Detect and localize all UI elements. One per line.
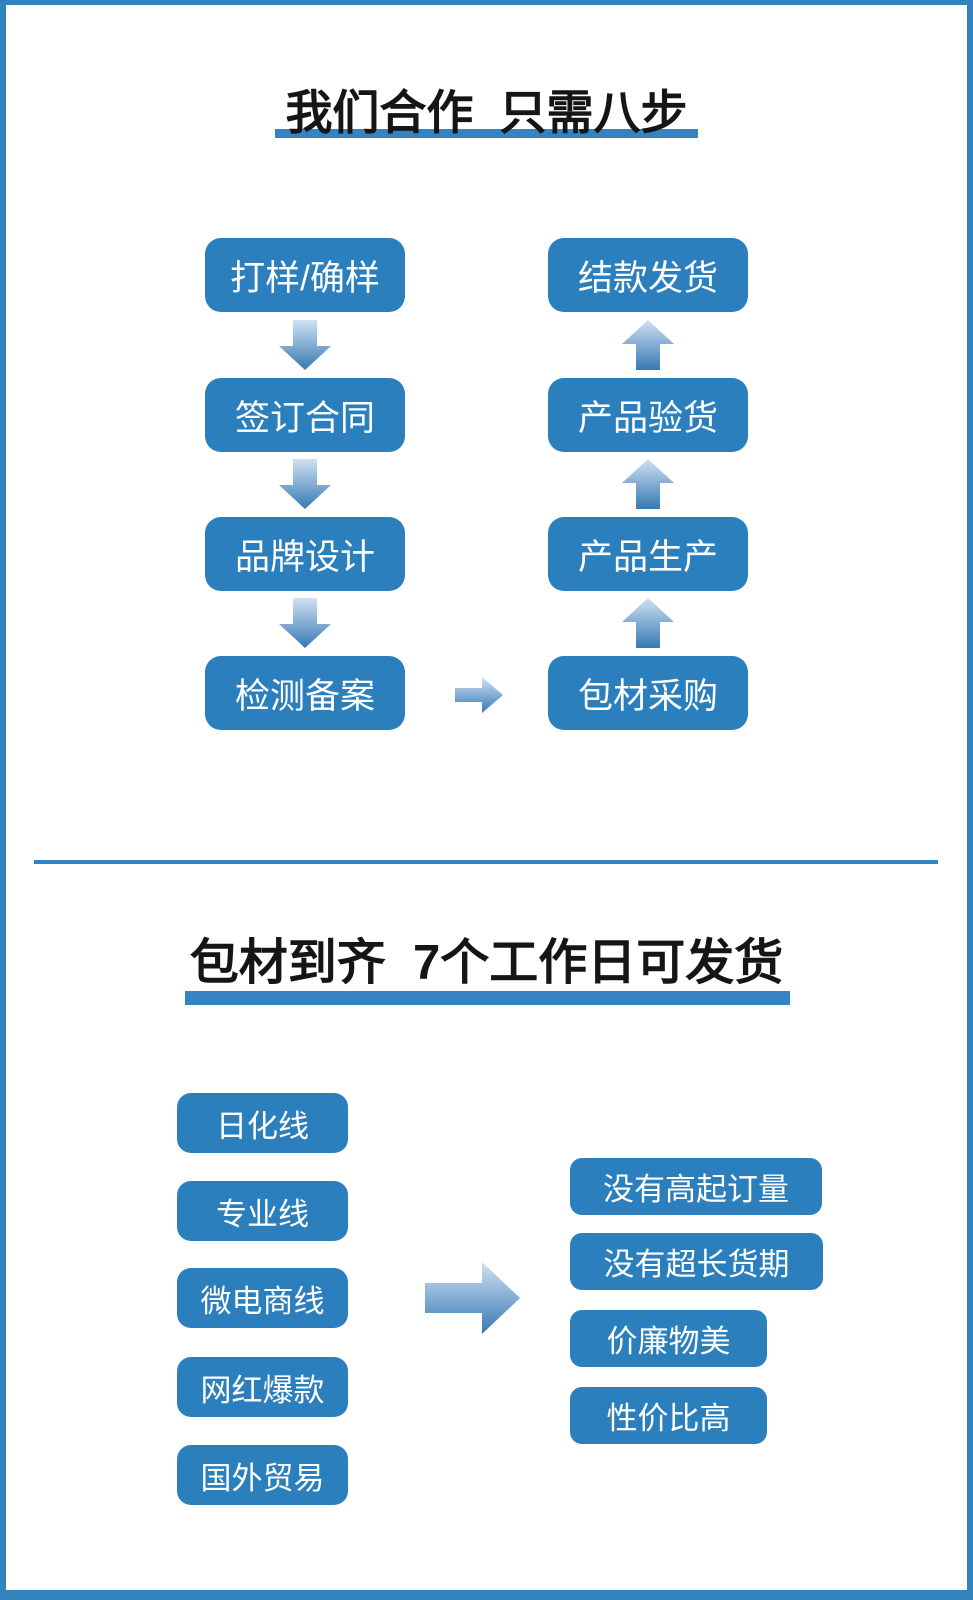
down-arrow-icon — [279, 459, 331, 509]
down-arrow-icon — [279, 320, 331, 370]
benefit-high-cost-performance: 性价比高 — [570, 1387, 767, 1444]
product-line-foreign-trade: 国外贸易 — [177, 1445, 348, 1505]
up-arrow-icon — [622, 320, 674, 370]
down-arrow-icon — [279, 598, 331, 648]
section-divider — [34, 860, 938, 864]
flow-step-sampling: 打样/确样 — [205, 238, 405, 312]
flow-step-production: 产品生产 — [548, 517, 748, 591]
big-right-arrow-icon — [425, 1262, 520, 1334]
section2-title: 包材到齐 7个工作日可发货 — [189, 936, 784, 990]
benefit-good-value: 价廉物美 — [570, 1310, 767, 1367]
flow-step-brand-design: 品牌设计 — [205, 517, 405, 591]
flow-step-product-inspection: 产品验货 — [548, 378, 748, 452]
product-line-influencer-hits: 网红爆款 — [177, 1357, 348, 1417]
right-arrow-icon — [455, 677, 503, 713]
up-arrow-icon — [622, 598, 674, 648]
flow-step-payment-shipping: 结款发货 — [548, 238, 748, 312]
flow-step-packaging-procurement: 包材采购 — [548, 656, 748, 730]
benefit-no-high-moq: 没有高起订量 — [570, 1158, 822, 1215]
page-title: 我们合作 只需八步 — [285, 86, 688, 139]
benefit-no-long-leadtime: 没有超长货期 — [570, 1233, 823, 1290]
title-underline — [185, 991, 790, 1005]
product-line-professional: 专业线 — [177, 1181, 348, 1241]
flow-step-sign-contract: 签订合同 — [205, 378, 405, 452]
up-arrow-icon — [622, 459, 674, 509]
title-underline — [275, 129, 698, 138]
flow-step-testing-filing: 检测备案 — [205, 656, 405, 730]
product-line-daily-chemical: 日化线 — [177, 1093, 348, 1153]
product-line-micro-ecommerce: 微电商线 — [177, 1268, 348, 1328]
